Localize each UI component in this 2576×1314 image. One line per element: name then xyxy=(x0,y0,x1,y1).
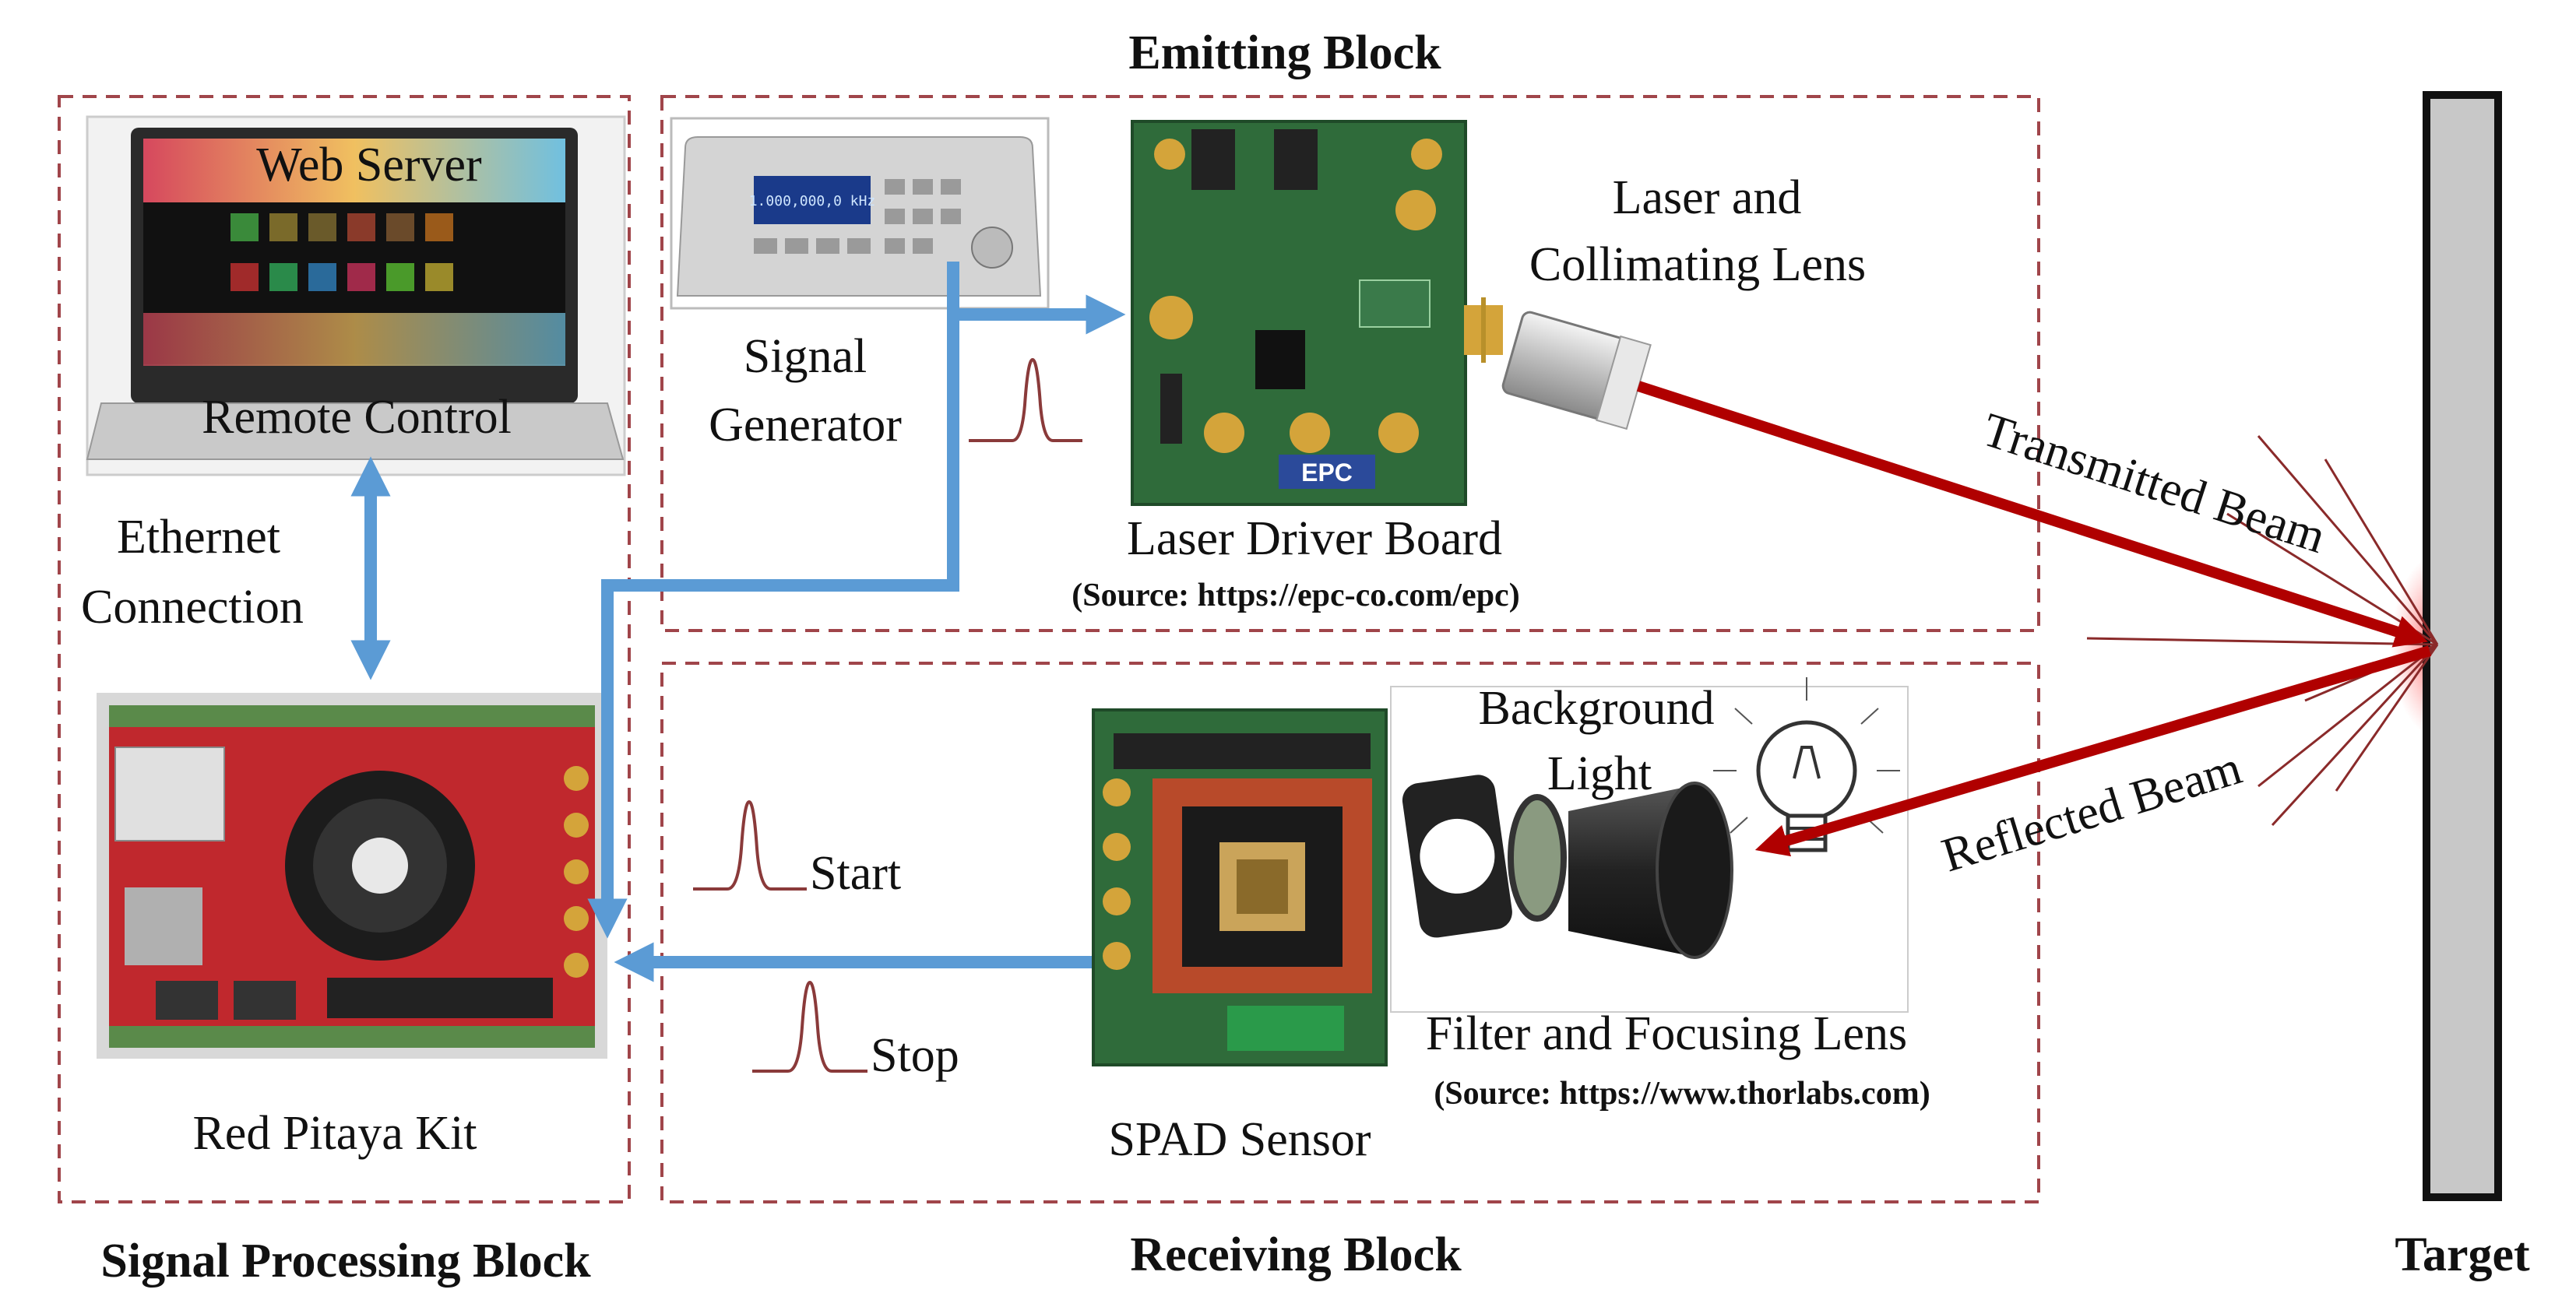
spad-sensor-label: SPAD Sensor xyxy=(1108,1113,1371,1166)
laser-driver-label: Laser Driver Board xyxy=(1127,512,1502,565)
laser-driver-source: (Source: https://epc-co.com/epc) xyxy=(1072,578,1519,613)
laptop-image xyxy=(86,115,626,476)
background-light-label-line2: Light xyxy=(1547,747,1652,800)
laser-lens-label-line1: Laser and xyxy=(1613,171,1802,224)
ethernet-label-line1: Ethernet xyxy=(117,511,280,564)
start-label: Start xyxy=(810,847,901,900)
signal-generator-display: 1.000,000,0 kHz xyxy=(749,193,876,209)
filter-lens-source: (Source: https://www.thorlabs.com) xyxy=(1434,1076,1930,1112)
signal-generator-label-line2: Generator xyxy=(709,399,902,451)
signal-processing-block-border xyxy=(58,95,631,1203)
spad-sensor-image xyxy=(1092,708,1388,1066)
epc-logo-text: EPC xyxy=(1301,458,1353,487)
app-icon-grid xyxy=(231,213,453,291)
receiving-block-border xyxy=(660,662,2040,1203)
filter-lens-label: Filter and Focusing Lens xyxy=(1426,1007,1907,1060)
target-title: Target xyxy=(2395,1228,2530,1281)
remote-control-label: Remote Control xyxy=(202,391,512,444)
stop-label: Stop xyxy=(871,1029,959,1082)
ethernet-label-line2: Connection xyxy=(81,581,304,634)
red-pitaya-board-image xyxy=(97,693,607,1059)
red-pitaya-label: Red Pitaya Kit xyxy=(192,1107,477,1160)
start-pulse-icon xyxy=(693,799,807,891)
laser-driver-board-image: EPC xyxy=(1131,120,1467,506)
emitting-block-border xyxy=(660,95,2040,632)
laser-lens-label-line2: Collimating Lens xyxy=(1529,238,1866,291)
background-light-label-line1: Background xyxy=(1478,682,1714,735)
transmitted-beam-label: Transmitted Beam xyxy=(1976,403,2331,564)
emitting-block-title: Emitting Block xyxy=(1128,26,1441,79)
receiving-block-title: Receiving Block xyxy=(1130,1228,1462,1281)
reflected-beam-arrow xyxy=(1754,645,2431,857)
generator-pulse-icon xyxy=(969,357,1082,442)
stop-pulse-icon xyxy=(752,980,867,1073)
signal-processing-block-title: Signal Processing Block xyxy=(100,1235,591,1288)
target-plate xyxy=(2423,91,2502,1201)
web-server-label: Web Server xyxy=(256,139,482,191)
trigger-signal-path xyxy=(587,262,1126,939)
reflected-beam-label: Reflected Beam xyxy=(1936,741,2247,882)
signal-generator-label-line1: Signal xyxy=(744,330,867,383)
laser-collimating-lens-image xyxy=(1464,297,1652,430)
transmitted-beam-arrow xyxy=(1636,381,2428,648)
signal-generator-image: 1.000,000,0 kHz xyxy=(670,117,1050,310)
